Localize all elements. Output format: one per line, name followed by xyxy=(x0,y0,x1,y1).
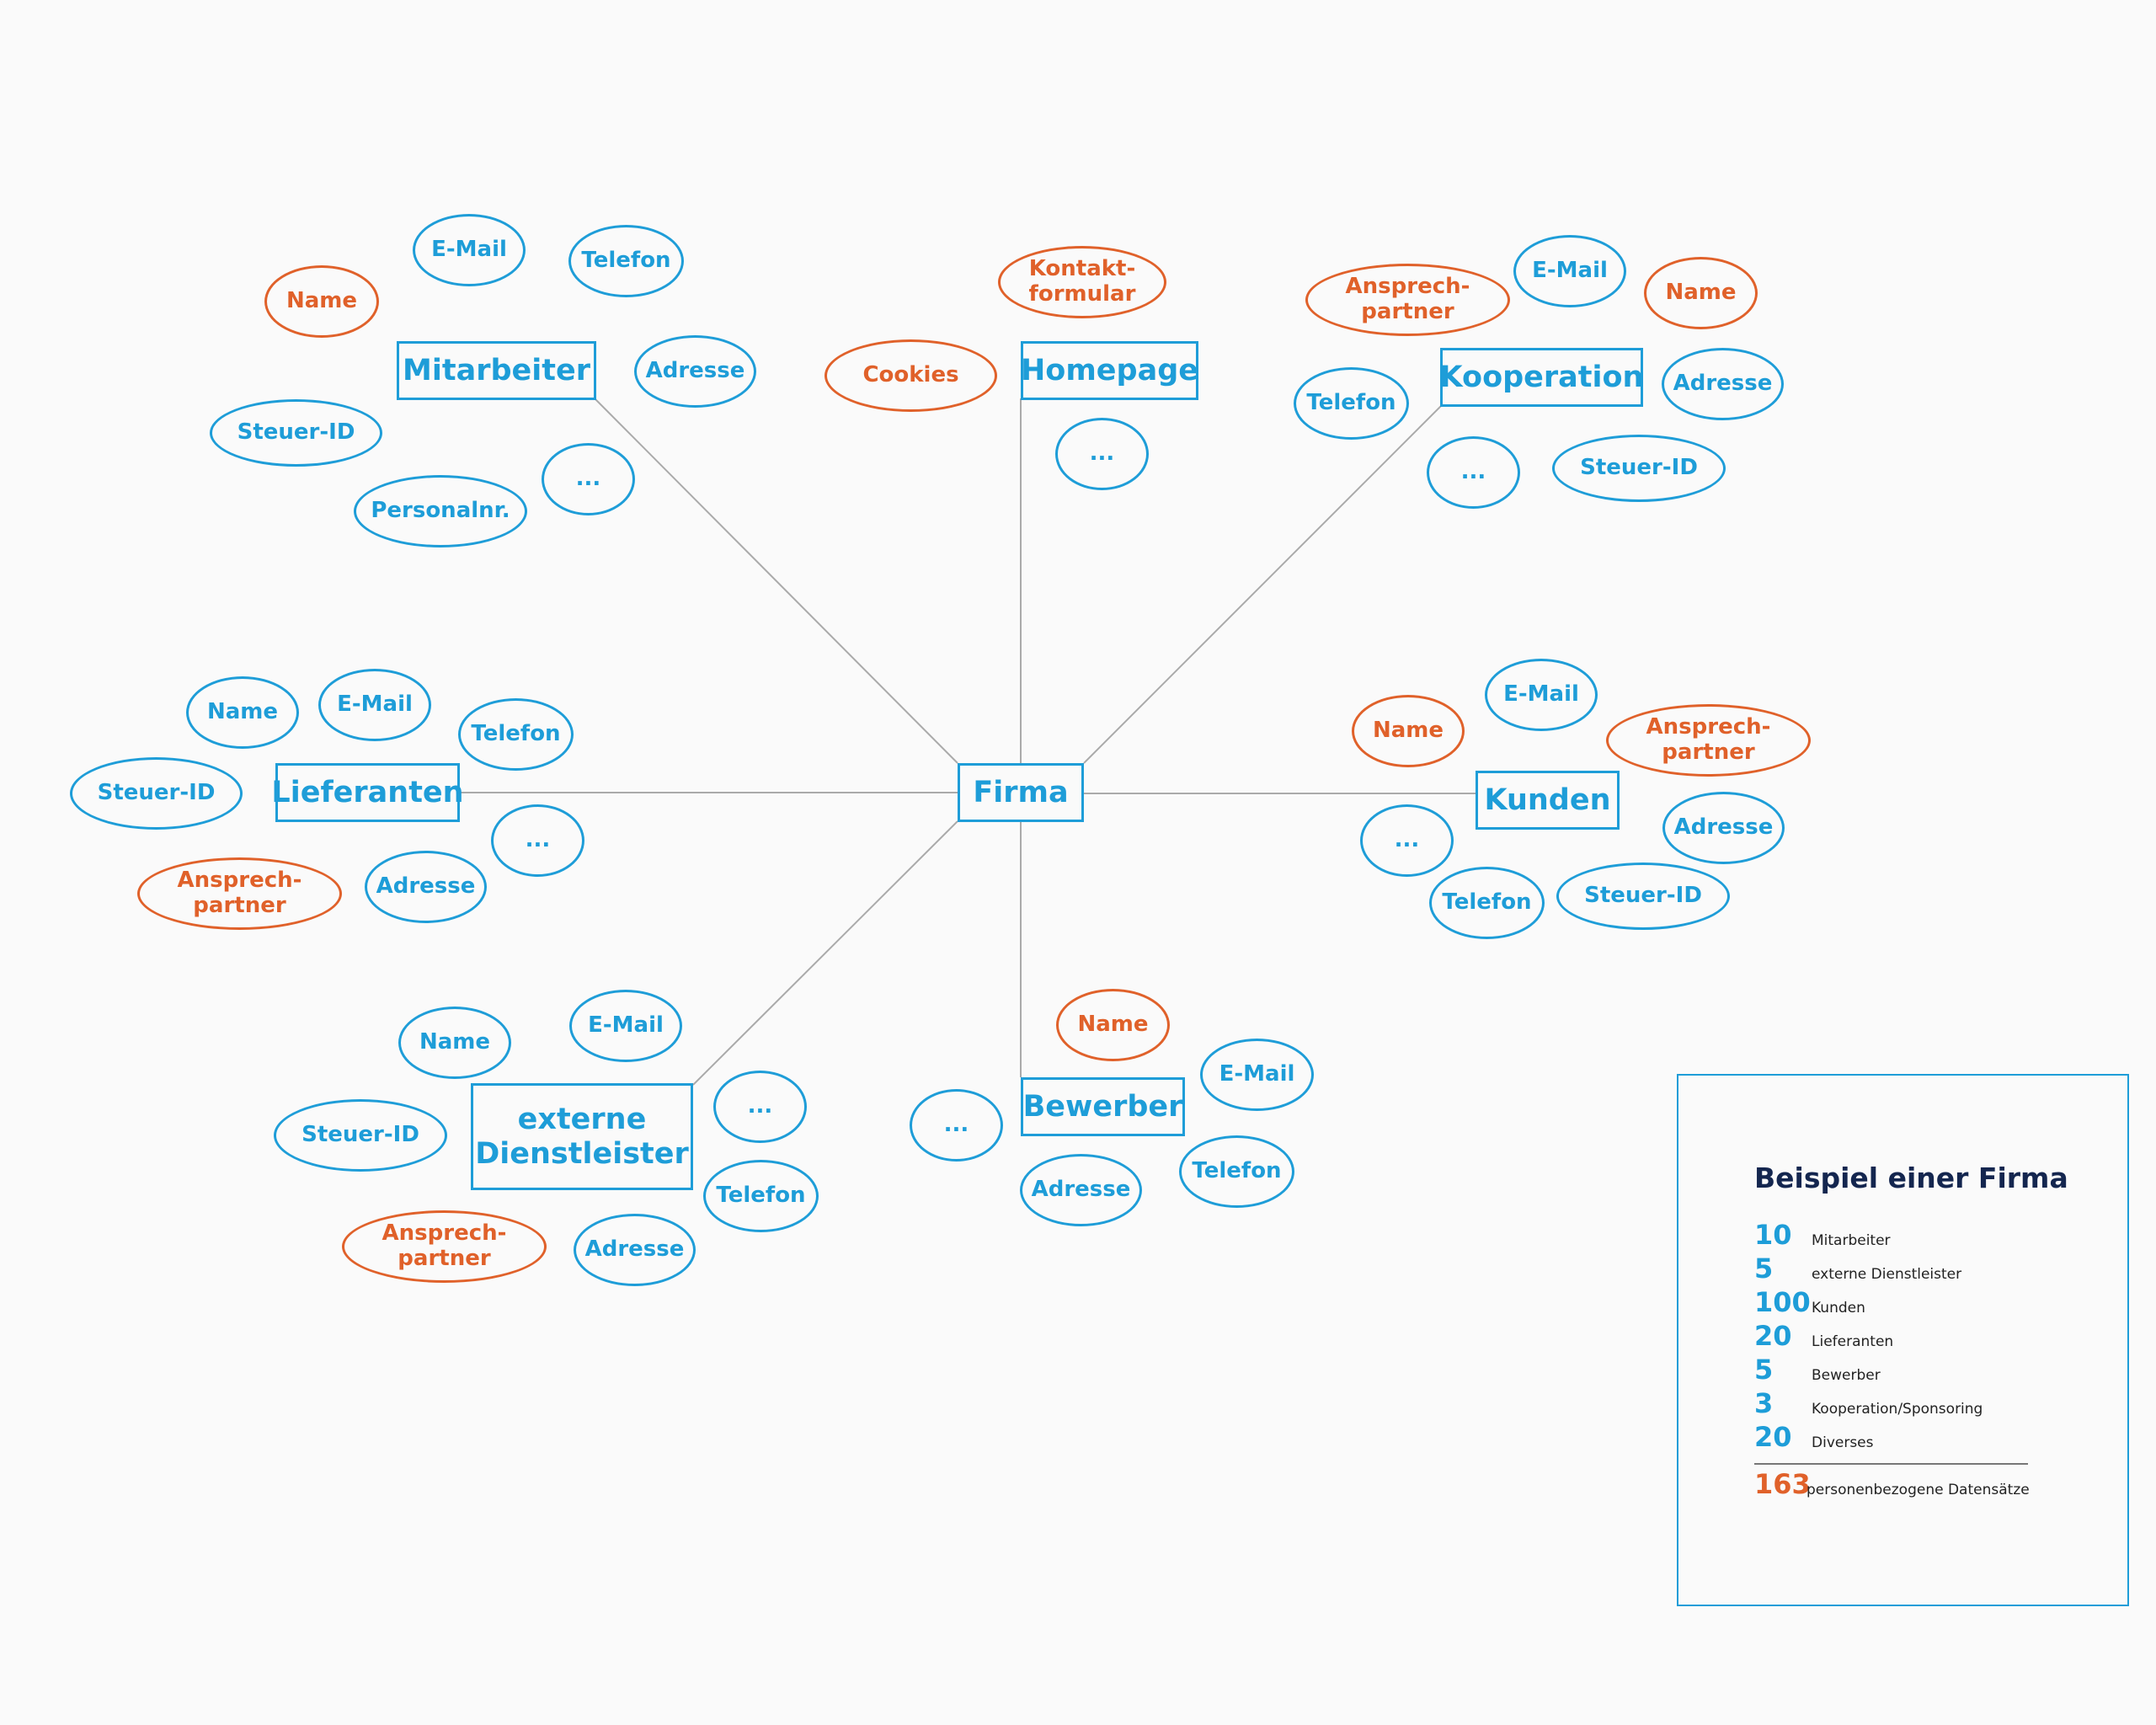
attribute-mitarbeiter-1: Telefon xyxy=(568,225,684,297)
entity-homepage: Homepage xyxy=(1021,341,1198,400)
attribute-kooperation-2: Name xyxy=(1644,257,1758,329)
entity-kunden: Kunden xyxy=(1476,771,1620,830)
attribute-lieferanten-5: Ansprech- partner xyxy=(137,857,342,930)
attribute-kunden-6: Steuer-ID xyxy=(1556,862,1730,930)
attribute-kooperation-1: Ansprech- partner xyxy=(1305,264,1510,336)
attribute-dienstleister-1: Name xyxy=(398,1007,511,1079)
legend-row-label: Mitarbeiter xyxy=(1812,1232,1891,1249)
connector-line-mitarbeiter xyxy=(594,398,958,764)
attribute-mitarbeiter-2: Name xyxy=(264,265,379,338)
attribute-kunden-1: Name xyxy=(1352,695,1465,767)
legend-total-label: personenbezogene Datensätze xyxy=(1806,1482,2030,1498)
legend-row-number: 20 xyxy=(1754,1421,1792,1453)
attribute-dienstleister-5: Ansprech- partner xyxy=(342,1210,547,1283)
legend-row: 5 externe Dienstleister xyxy=(1754,1252,2108,1288)
legend-row: 3 Kooperation/Sponsoring xyxy=(1754,1387,2108,1423)
attribute-dienstleister-2: ... xyxy=(713,1071,807,1143)
attribute-bewerber-3: Telefon xyxy=(1179,1135,1294,1208)
legend-row: 5 Bewerber xyxy=(1754,1354,2108,1389)
entity-kooperation: Kooperation xyxy=(1440,348,1643,407)
entity-mitarbeiter: Mitarbeiter xyxy=(397,341,596,400)
attribute-bewerber-2: ... xyxy=(910,1089,1003,1162)
entity-firma: Firma xyxy=(958,763,1084,822)
attribute-kunden-2: Ansprech- partner xyxy=(1606,704,1811,777)
attribute-kooperation-0: E-Mail xyxy=(1513,235,1626,307)
legend-row-number: 20 xyxy=(1754,1320,1792,1352)
attribute-kooperation-6: Steuer-ID xyxy=(1552,435,1726,502)
attribute-kooperation-4: Adresse xyxy=(1662,348,1784,420)
legend-row-number: 3 xyxy=(1754,1387,1774,1419)
entity-bewerber: Bewerber xyxy=(1021,1077,1185,1136)
connector-line-kooperation xyxy=(1083,404,1443,764)
legend-row-number: 100 xyxy=(1754,1286,1811,1318)
attribute-dienstleister-6: Adresse xyxy=(574,1214,696,1286)
legend-row-label: Kooperation/Sponsoring xyxy=(1812,1401,1983,1418)
entity-dienstleister: externe Dienstleister xyxy=(471,1083,693,1190)
attribute-lieferanten-2: Telefon xyxy=(458,698,574,771)
attribute-kunden-4: Adresse xyxy=(1662,792,1785,864)
attribute-lieferanten-3: Steuer-ID xyxy=(70,757,243,830)
legend-row-label: Kunden xyxy=(1812,1300,1865,1316)
attribute-homepage-2: ... xyxy=(1055,418,1149,490)
entity-lieferanten: Lieferanten xyxy=(271,763,464,822)
attribute-dienstleister-3: Steuer-ID xyxy=(274,1099,447,1172)
legend-row: 10 Mitarbeiter xyxy=(1754,1219,2108,1254)
connector-line-dienstleister xyxy=(692,820,958,1086)
attribute-dienstleister-0: E-Mail xyxy=(569,990,682,1062)
attribute-bewerber-4: Adresse xyxy=(1020,1154,1142,1226)
attribute-lieferanten-1: E-Mail xyxy=(318,669,431,741)
legend-title: Beispiel einer Firma xyxy=(1754,1162,2068,1194)
legend-divider xyxy=(1754,1463,2028,1465)
attribute-homepage-1: Cookies xyxy=(825,339,997,412)
attribute-bewerber-0: Name xyxy=(1056,989,1170,1061)
attribute-mitarbeiter-4: Steuer-ID xyxy=(210,399,382,467)
attribute-lieferanten-4: ... xyxy=(491,804,584,877)
legend-total-row: 163 personenbezogene Datensätze xyxy=(1754,1468,2125,1503)
legend-box: Beispiel einer Firma 10 Mitarbeiter 5 exter… xyxy=(1677,1074,2129,1606)
attribute-kunden-0: E-Mail xyxy=(1485,659,1598,731)
attribute-kunden-3: ... xyxy=(1360,804,1454,877)
legend-row: 20 Lieferanten xyxy=(1754,1320,2108,1355)
attribute-mitarbeiter-3: Adresse xyxy=(634,335,756,408)
attribute-mitarbeiter-6: Personalnr. xyxy=(354,475,527,547)
legend-row-number: 5 xyxy=(1754,1252,1774,1284)
legend-row-number: 5 xyxy=(1754,1354,1774,1386)
attribute-mitarbeiter-5: ... xyxy=(542,443,635,515)
attribute-lieferanten-6: Adresse xyxy=(365,851,487,923)
legend-row: 20 Diverses xyxy=(1754,1421,2108,1456)
attribute-homepage-0: Kontakt- formular xyxy=(998,246,1166,318)
legend-row-number: 10 xyxy=(1754,1219,1792,1251)
legend-total-number: 163 xyxy=(1754,1468,1811,1500)
legend-row-label: Lieferanten xyxy=(1812,1333,1894,1350)
attribute-kooperation-5: ... xyxy=(1427,436,1520,509)
attribute-lieferanten-0: Name xyxy=(186,676,299,749)
legend-row-label: externe Dienstleister xyxy=(1812,1266,1962,1283)
attribute-mitarbeiter-0: E-Mail xyxy=(413,214,526,286)
attribute-kunden-5: Telefon xyxy=(1429,867,1545,939)
legend-row-label: Diverses xyxy=(1812,1434,1874,1451)
legend-row-label: Bewerber xyxy=(1812,1367,1881,1384)
attribute-bewerber-1: E-Mail xyxy=(1200,1039,1314,1111)
attribute-kooperation-3: Telefon xyxy=(1294,367,1409,440)
attribute-dienstleister-4: Telefon xyxy=(703,1160,819,1232)
